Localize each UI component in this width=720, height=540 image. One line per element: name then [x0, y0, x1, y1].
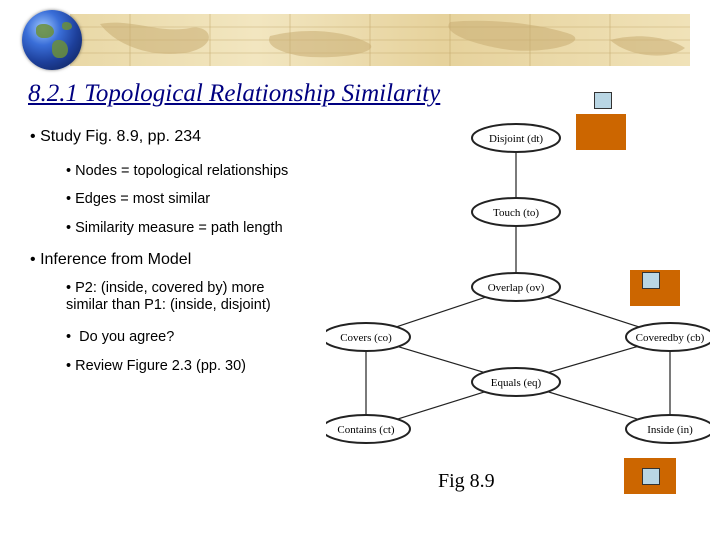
sub-bullet-item: • Review Figure 2.3 (pp. 30)	[66, 358, 246, 374]
node-in: Inside (in)	[625, 414, 710, 444]
sub-bullet-item: • Do you agree?	[66, 329, 175, 345]
node-label-dt: Disjoint (dt)	[489, 133, 543, 145]
sub-bullet-item: • P2: (inside, covered by) more similar …	[66, 280, 271, 313]
node-dt: Disjoint (dt)	[471, 123, 561, 153]
node-label-co: Covers (co)	[340, 332, 392, 344]
slide-title: 8.2.1 Topological Relationship Similarit…	[28, 80, 441, 107]
node-to: Touch (to)	[471, 197, 561, 227]
figure-caption: Fig 8.9	[438, 470, 495, 492]
node-label-ov: Overlap (ov)	[488, 282, 545, 294]
topology-diagram: Disjoint (dt) Touch (to) Overlap (ov) Cover…	[326, 123, 710, 444]
node-ov: Overlap (ov)	[471, 272, 561, 302]
node-label-in: Inside (in)	[647, 424, 693, 436]
sub-bullet-item: • Edges = most similar	[66, 191, 211, 207]
sub-bullet-item: • Similarity measure = path length	[66, 220, 283, 236]
globe-icon	[22, 10, 82, 70]
node-co: Covers (co)	[326, 322, 411, 352]
node-label-ct: Contains (ct)	[337, 424, 394, 436]
map-grid	[70, 14, 690, 66]
node-label-eq: Equals (eq)	[491, 377, 542, 389]
decorative-square-top	[576, 92, 626, 150]
node-label-to: Touch (to)	[493, 207, 539, 219]
decorative-square-bottom	[624, 458, 676, 494]
map-banner	[70, 14, 690, 66]
bullet-item: • Study Fig. 8.9, pp. 234	[30, 128, 202, 145]
node-ct: Contains (ct)	[326, 414, 411, 444]
decorative-square-middle	[630, 270, 680, 306]
bullet-item: • Inference from Model	[30, 251, 192, 268]
node-eq: Equals (eq)	[471, 367, 561, 397]
sub-bullet-item: • Nodes = topological relationships	[66, 163, 289, 179]
node-label-cb: Coveredby (cb)	[636, 332, 705, 344]
node-cb: Coveredby (cb)	[625, 322, 710, 352]
